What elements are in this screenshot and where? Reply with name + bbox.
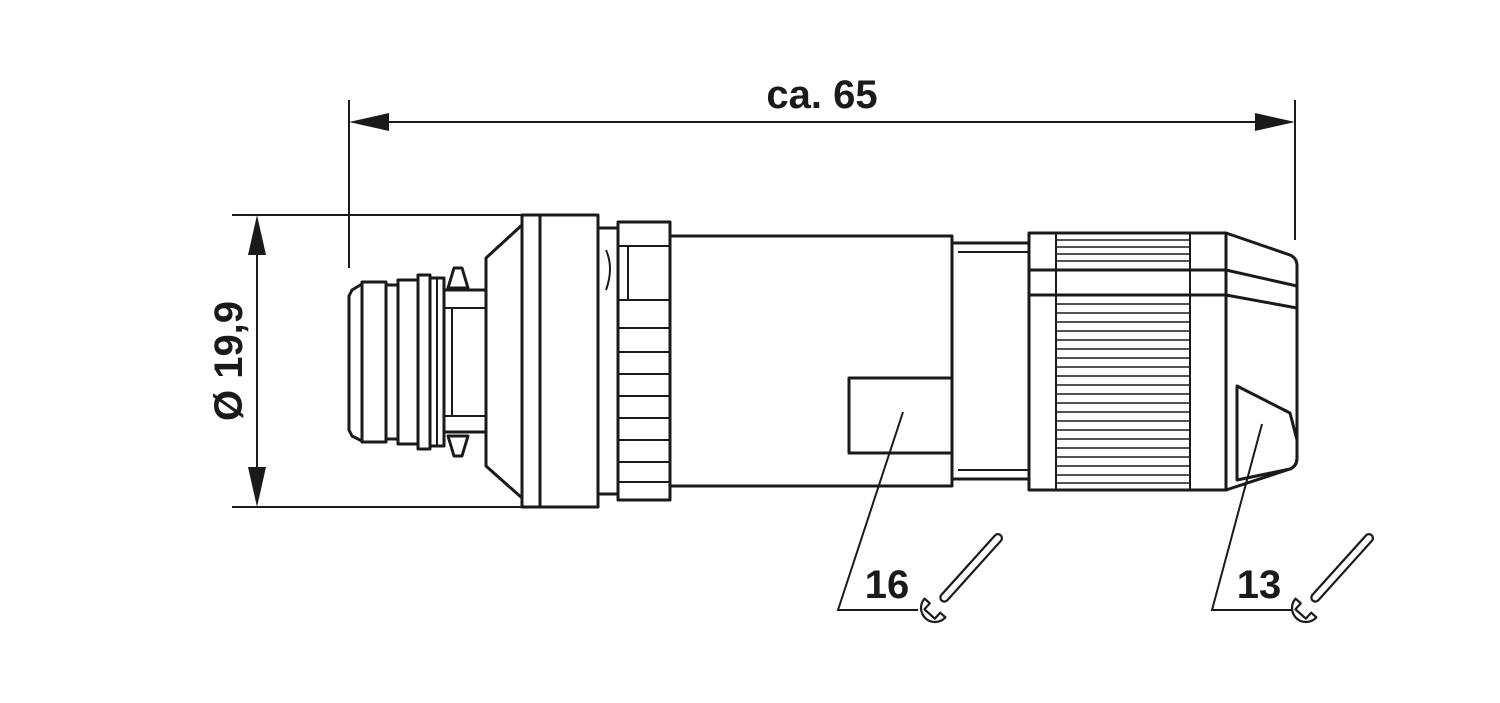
coupling-outer [520, 213, 542, 509]
plug-tip [347, 282, 364, 443]
leader-line-16 [836, 411, 918, 611]
coupling-notch [605, 249, 611, 291]
gland-body [1027, 231, 1228, 492]
coupling-step [596, 226, 620, 496]
latch-top [446, 266, 470, 290]
nut-body [616, 220, 672, 502]
gland-ribs [1056, 303, 1190, 484]
wrench-flat-16 [847, 376, 954, 455]
wrench-icon [919, 533, 1003, 624]
latch-bottom [446, 434, 470, 458]
plug-ring-4 [416, 273, 432, 451]
body-housing [668, 234, 954, 488]
wrench-icon [1290, 533, 1374, 624]
plug-collar [442, 288, 488, 434]
coupling-body [538, 213, 600, 509]
cap-band-top [1224, 268, 1299, 288]
connector-plug [347, 266, 488, 458]
plug-ring-2 [384, 283, 400, 441]
arrowhead-top [248, 215, 266, 255]
knurled-nut [616, 220, 672, 502]
length-label: ca. 65 [766, 73, 877, 117]
main-body [668, 234, 1031, 488]
plug-ring-1 [360, 280, 388, 444]
wrench-flat-13 [1235, 384, 1299, 482]
wrench-size-16: 16 [865, 563, 910, 607]
coupling-ring [484, 213, 620, 509]
diameter-dimension: Ø 19,9 [207, 214, 522, 508]
leader-line-13 [1210, 423, 1292, 611]
cable-gland [1027, 231, 1228, 492]
length-dimension: ca. 65 [348, 73, 1296, 268]
diameter-label: Ø 19,9 [207, 301, 251, 421]
arrowhead-right [1255, 113, 1295, 131]
cap-band-bottom [1224, 293, 1299, 310]
body-neck [950, 241, 1031, 481]
plug-ring-3 [396, 278, 420, 446]
callout-13: 13 [1210, 423, 1374, 624]
gland-ribs-top [1056, 239, 1190, 262]
wrench-size-13: 13 [1237, 563, 1282, 607]
seal-cap [1224, 231, 1299, 492]
coupling-taper [484, 223, 524, 500]
callout-16: 16 [836, 411, 1003, 624]
arrowhead-bottom [248, 467, 266, 507]
arrowhead-left [349, 113, 389, 131]
